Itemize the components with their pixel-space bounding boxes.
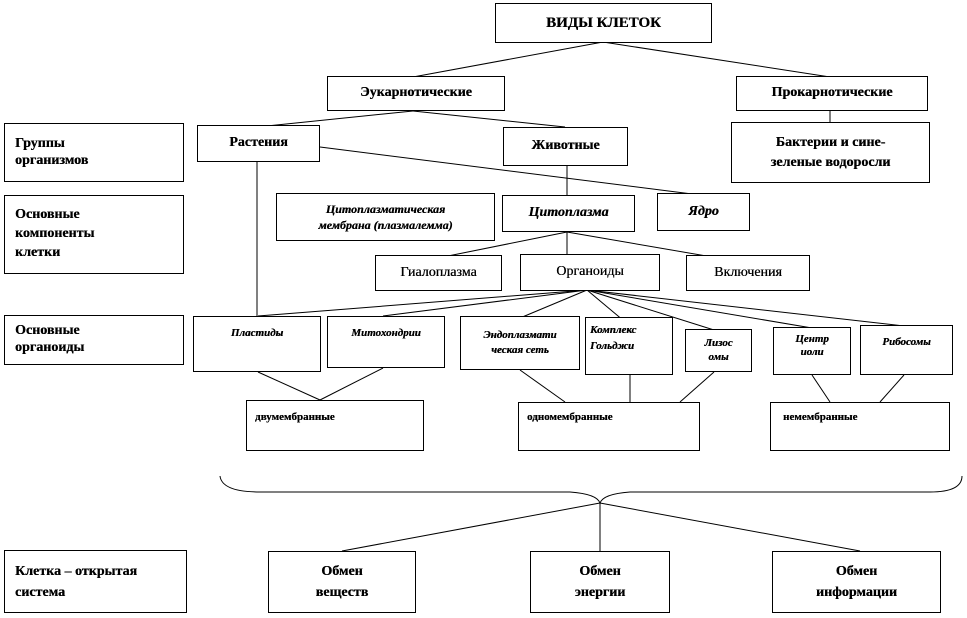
inclusions-text: Включения (714, 264, 782, 280)
organoids-box: Органоиды (520, 254, 660, 291)
membrane-box: Цитоплазматическая мембрана (плазмалемма… (276, 193, 495, 241)
nucleus-text: Ядро (688, 203, 719, 219)
plants-box: Растения (197, 125, 320, 162)
left-label-components-text: Основные компоненты клетки (15, 207, 95, 260)
single-membrane-text: одномембранные (527, 411, 613, 423)
matter-exchange-text: Обмен веществ (315, 564, 369, 600)
single-membrane-box: одномембранные (518, 402, 700, 451)
non-membrane-text: немембранные (783, 411, 858, 423)
left-label-groups-text: Группы организмов (15, 135, 89, 168)
eukaryotic-text: Эукарнотические (360, 85, 472, 101)
left-label-open-system-text: Клетка – открытая система (15, 563, 138, 600)
information-exchange-text: Обмен информации (815, 564, 898, 600)
left-label-components: Основные компоненты клетки (4, 195, 184, 274)
left-label-groups: Группы организмов (4, 123, 184, 182)
double-membrane-box: двумембранные (246, 400, 424, 451)
nucleus-box: Ядро (657, 193, 750, 231)
golgi-box: Комплекс Гольджи (585, 317, 673, 375)
cytoplasm-text: Цитоплазма (528, 205, 609, 221)
mitochondria-text: Митохондрии (351, 327, 421, 339)
energy-exchange-text: Обмен энергии (574, 564, 626, 600)
information-exchange-box: Обмен информации (772, 551, 941, 613)
animals-box: Животные (503, 127, 628, 166)
matter-exchange-box: Обмен веществ (268, 551, 416, 613)
plastids-text: Пластиды (230, 327, 284, 339)
prokaryotic-box: Прокарнотические (736, 76, 928, 111)
er-box: Эндоплазмати ческая сеть (460, 316, 580, 370)
mitochondria-box: Митохондрии (327, 316, 445, 368)
non-membrane-box: немембранные (770, 402, 950, 451)
energy-exchange-box: Обмен энергии (530, 551, 670, 613)
inclusions-box: Включения (686, 255, 810, 291)
eukaryotic-box: Эукарнотические (327, 76, 505, 111)
plants-text: Растения (229, 135, 288, 151)
left-label-open-system: Клетка – открытая система (4, 550, 187, 613)
hyaloplasm-box: Гиалоплазма (375, 255, 502, 291)
bacteria-box: Бактерии и сине- зеленые водоросли (731, 122, 930, 183)
centrioles-box: Центр иоли (773, 327, 851, 375)
lysosomes-box: Лизос омы (685, 329, 752, 372)
membrane-text: Цитоплазматическая мембрана (плазмалемма… (318, 201, 453, 232)
hyaloplasm-text: Гиалоплазма (400, 264, 477, 280)
lysosomes-text: Лизос омы (704, 337, 733, 363)
bacteria-text: Бактерии и сине- зеленые водоросли (770, 134, 891, 170)
animals-text: Животные (531, 138, 600, 154)
plastids-box: Пластиды (193, 316, 321, 372)
organoids-text: Органоиды (556, 264, 624, 280)
ribosomes-text: Рибосомы (882, 336, 931, 348)
title-box: ВИДЫ КЛЕТОК (495, 3, 712, 43)
centrioles-text: Центр иоли (795, 333, 829, 359)
er-text: Эндоплазмати ческая сеть (483, 328, 557, 356)
ribosomes-box: Рибосомы (860, 325, 953, 375)
left-label-organoids-text: Основные органоиды (15, 323, 85, 355)
golgi-text: Комплекс Гольджи (590, 324, 637, 352)
title-text: ВИДЫ КЛЕТОК (546, 15, 661, 31)
left-label-organoids: Основные органоиды (4, 315, 184, 365)
cytoplasm-box: Цитоплазма (502, 195, 635, 232)
double-membrane-text: двумембранные (255, 411, 335, 423)
prokaryotic-text: Прокарнотические (771, 85, 893, 101)
